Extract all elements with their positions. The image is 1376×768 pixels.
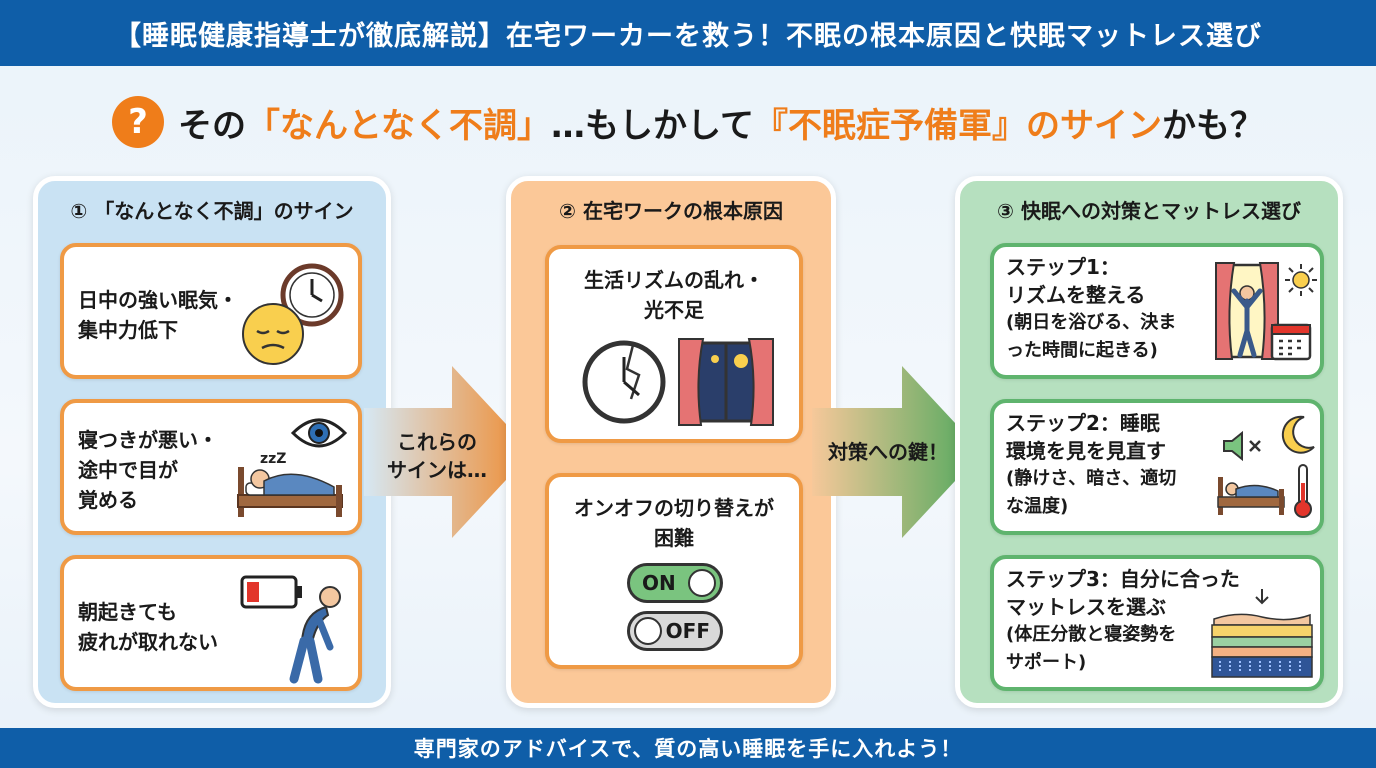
arrow1-line1: これらの <box>397 430 477 454</box>
card-line: (静けさ、暗さ、適切 <box>1006 468 1177 489</box>
off-toggle-label: OFF <box>665 619 710 643</box>
headline-highlight2: 『不眠症予備軍』 <box>753 105 1026 146</box>
toggle-knob <box>688 569 716 597</box>
svg-text:zzZ: zzZ <box>260 451 286 467</box>
exhausted-person-icon <box>289 586 341 684</box>
card-line: ステップ3：自分に合った <box>1006 567 1240 591</box>
on-toggle: ON <box>627 563 723 603</box>
cause-card-onoff: オンオフの切り替えが 困難 ON OFF <box>545 473 803 669</box>
headline-part3: のサイン <box>1025 105 1162 146</box>
header-title: 【睡眠健康指導士が徹底解説】在宅ワーカーを救う！不眠の根本原因と快眠マットレス選… <box>0 0 1376 66</box>
card-line: な温度) <box>1006 496 1069 517</box>
step-card-2: ステップ2：睡眠 環境を見を見直す (静けさ、暗さ、適切 な温度) <box>990 399 1324 535</box>
panel-solutions-title: ③ 快眠への対策とマットレス選び <box>997 199 1301 223</box>
sleeping-person-icon: zzZ <box>237 451 343 517</box>
eye-icon <box>290 418 348 448</box>
card-line: (体圧分散と寝姿勢を <box>1006 624 1177 645</box>
mute-speaker-icon <box>1223 430 1261 462</box>
arrow2-label: 対策への鍵！ <box>828 440 948 464</box>
headline-part2: …もしかして <box>551 105 754 146</box>
headline-part1: その <box>178 105 247 146</box>
arrow1-line2: サインは… <box>387 458 487 482</box>
card-line: ステップ1： <box>1006 255 1120 279</box>
panel-signs-title: ① 「なんとなく不調」のサイン <box>70 199 354 223</box>
sunlit-window-icon <box>1215 262 1279 360</box>
on-toggle-label: ON <box>642 571 676 595</box>
panel-causes: ② 在宅ワークの根本原因 生活リズムの乱れ・ 光不足 オンオフの切り替えが 困難… <box>506 176 836 708</box>
tired-face-icon <box>242 303 304 365</box>
card-line: 光不足 <box>644 298 704 322</box>
card-line: った時間に起きる) <box>1006 340 1158 361</box>
night-window-icon <box>678 338 774 426</box>
card-line: 集中力低下 <box>78 318 178 342</box>
headline-part4: かも？ <box>1161 105 1264 146</box>
bed-icon <box>1217 477 1285 515</box>
mattress-icon <box>1211 589 1313 678</box>
clock-icon <box>280 263 344 327</box>
sign-card-insomnia: 寝つきが悪い・ 途中で目が 覚める zzZ <box>60 399 362 535</box>
sign-card-fatigue: 朝起きても 疲れが取れない <box>60 555 362 691</box>
footer-message: 専門家のアドバイスで、質の高い睡眠を手に入れよう！ <box>0 728 1376 768</box>
arrow-to-causes <box>364 366 532 538</box>
toggle-knob <box>634 617 662 645</box>
off-toggle: OFF <box>627 611 723 651</box>
low-battery-icon <box>240 575 302 609</box>
card-line: リズムを整える <box>1006 283 1146 307</box>
step-card-3: ステップ3：自分に合った マットレスを選ぶ (体圧分散と寝姿勢を サポート) <box>990 555 1324 691</box>
sign-card-drowsiness: 日中の強い眠気・ 集中力低下 <box>60 243 362 379</box>
moon-icon <box>1281 415 1315 454</box>
headline-highlight1: 「なんとなく不調」 <box>246 105 551 146</box>
cause-card-rhythm: 生活リズムの乱れ・ 光不足 <box>545 245 803 443</box>
calendar-icon <box>1270 323 1312 361</box>
card-line: 覚める <box>78 488 138 512</box>
card-line: 生活リズムの乱れ・ <box>584 268 764 292</box>
card-line: 途中で目が <box>78 458 178 482</box>
card-line: サポート) <box>1006 652 1087 673</box>
panel-signs: ① 「なんとなく不調」のサイン 日中の強い眠気・ 集中力低下 寝つきが悪い・ 途… <box>33 176 391 708</box>
panel-causes-title: ② 在宅ワークの根本原因 <box>559 199 783 223</box>
card-line: オンオフの切り替えが <box>574 496 774 520</box>
card-line: 日中の強い眠気・ <box>78 288 238 312</box>
question-icon: ? <box>112 96 165 148</box>
card-line: ステップ2：睡眠 <box>1006 411 1160 435</box>
card-line: 寝つきが悪い・ <box>78 428 218 452</box>
step-card-1: ステップ1： リズムを整える (朝日を浴びる、決ま った時間に起きる) <box>990 243 1324 379</box>
card-line: マットレスを選ぶ <box>1006 595 1166 619</box>
arrow-to-solutions <box>812 366 982 538</box>
card-line: (朝日を浴びる、決ま <box>1006 312 1177 333</box>
headline: ? その 「なんとなく不調」 …もしかして 『不眠症予備軍』 のサイン かも？ <box>0 92 1376 152</box>
sun-icon <box>1285 264 1317 296</box>
broken-clock-icon <box>582 340 666 424</box>
panel-solutions: ③ 快眠への対策とマットレス選び ステップ1： リズムを整える (朝日を浴びる、… <box>955 176 1343 708</box>
thermometer-icon <box>1294 464 1312 518</box>
card-line: 困難 <box>654 526 694 550</box>
card-line: 疲れが取れない <box>78 630 218 654</box>
card-line: 環境を見を見直す <box>1006 439 1166 463</box>
card-line: 朝起きても <box>78 600 177 624</box>
